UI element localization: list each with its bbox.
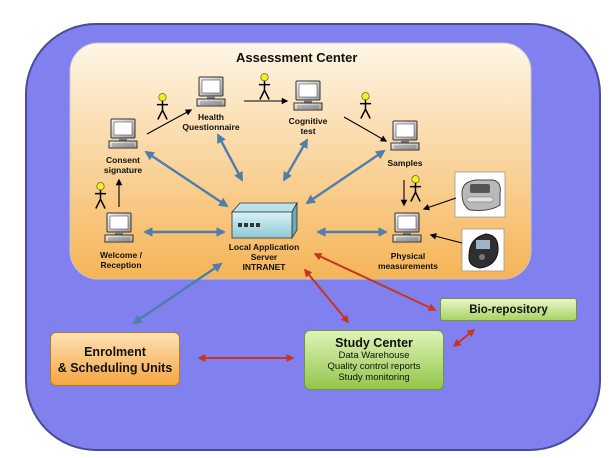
bio-repository-label: Bio-repository <box>469 304 548 316</box>
study-center-box: Study Center Data Warehouse Quality cont… <box>304 330 444 390</box>
study-center-title: Study Center <box>335 336 413 350</box>
server-icon <box>231 201 298 240</box>
enrolment-line-2: & Scheduling Units <box>57 361 173 375</box>
enrolment-scheduling-box: Enrolment & Scheduling Units <box>50 332 180 386</box>
welcome-reception-label: Welcome /Reception <box>100 250 142 270</box>
samples-computer-icon <box>390 120 420 151</box>
samples-label: Samples <box>387 158 423 168</box>
welcome-computer-icon <box>104 212 134 243</box>
enrolment-line-1: Enrolment <box>84 345 146 359</box>
cognitive-computer-icon <box>293 80 323 111</box>
black-flow-arrows <box>115 97 463 244</box>
red-double-arrows <box>197 253 476 362</box>
study-center-item: Study monitoring <box>338 372 410 383</box>
blue-double-arrows <box>132 133 388 325</box>
study-center-item: Quality control reports <box>327 361 421 372</box>
measurement-device-icon <box>461 228 505 272</box>
bio-repository-box: Bio-repository <box>440 298 577 321</box>
study-center-item: Data Warehouse <box>338 350 410 361</box>
sample-device-icon <box>454 171 506 218</box>
physical-computer-icon <box>392 212 422 243</box>
assessment-center-title: Assessment Center <box>236 50 358 65</box>
health-computer-icon <box>196 76 226 107</box>
consent-computer-icon <box>108 118 138 149</box>
